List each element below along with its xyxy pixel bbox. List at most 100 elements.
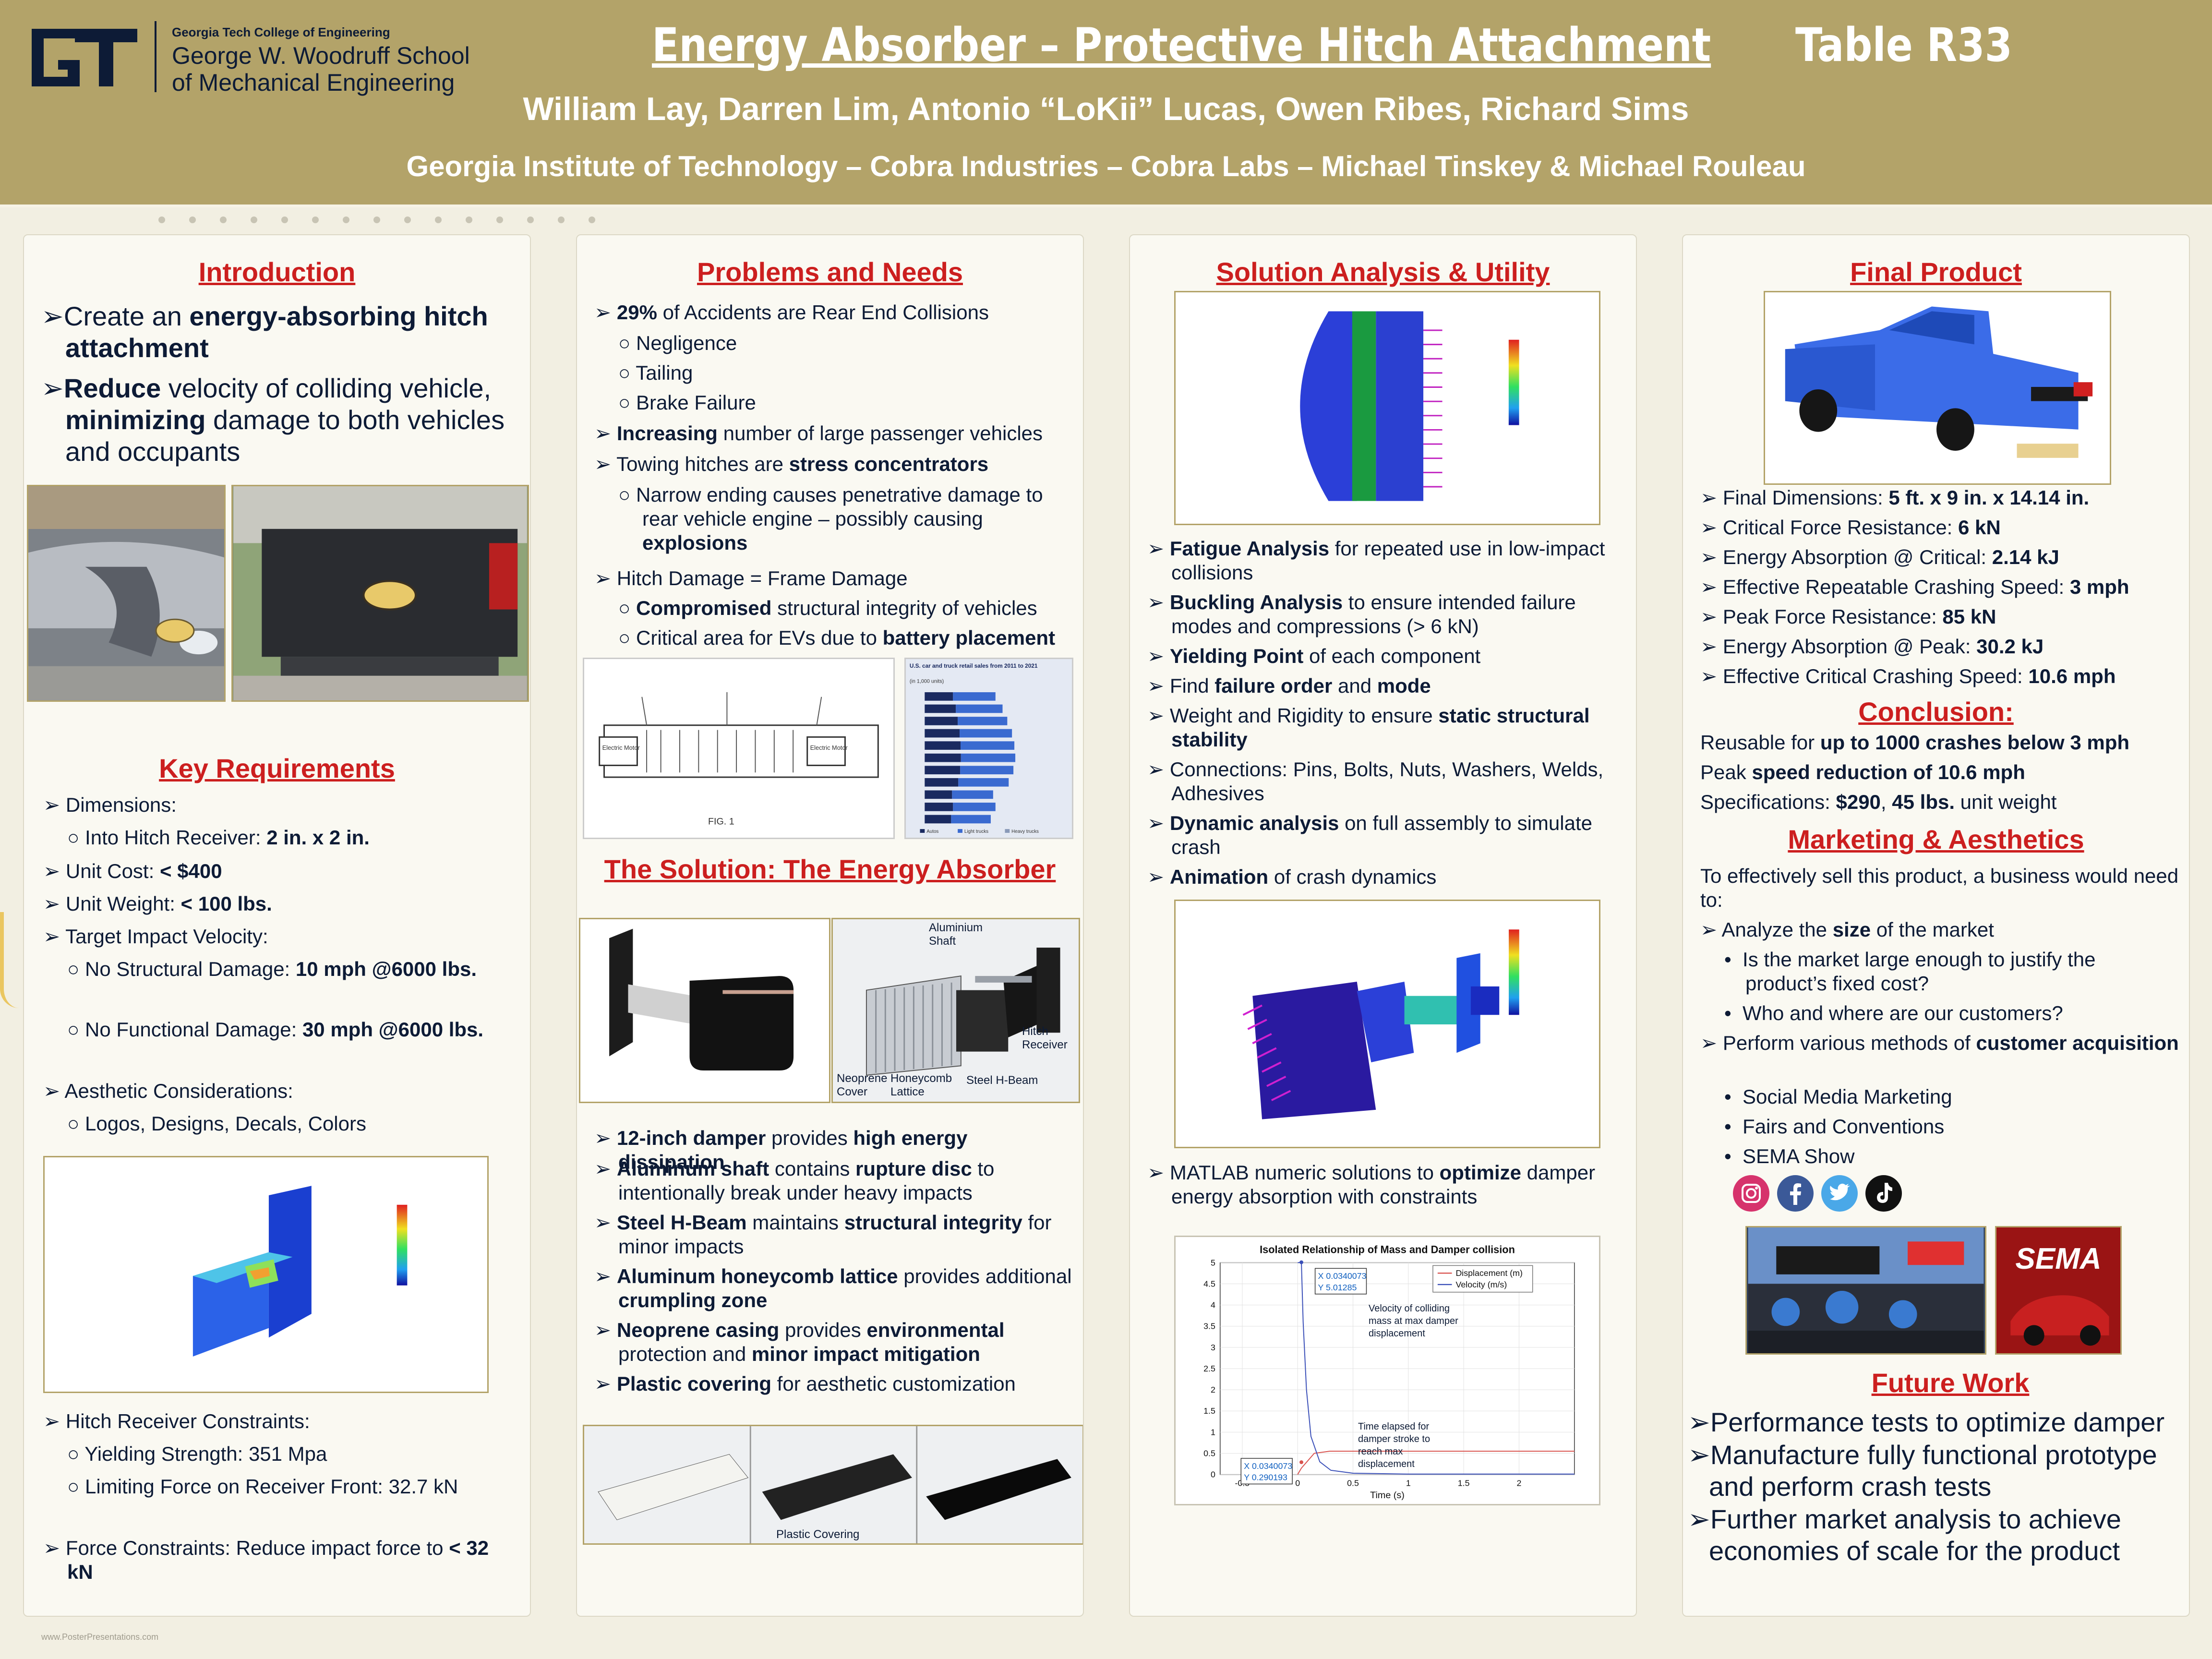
twitter-icon bbox=[1821, 1175, 1858, 1212]
analysis-buckling: ➢ Buckling Analysis to ensure intended f… bbox=[1147, 591, 1576, 637]
column-introduction: Introduction ➢Create an energy-absorbing… bbox=[23, 234, 531, 1617]
legend-displacement: Displacement (m) bbox=[1455, 1268, 1522, 1278]
problem-tailing: ○ Tailing bbox=[618, 361, 693, 384]
svg-text:Light trucks: Light trucks bbox=[964, 829, 988, 834]
chart-ytick-label: 2 bbox=[1211, 1385, 1215, 1395]
plastic-covering-renders: Plastic Covering bbox=[583, 1425, 1083, 1545]
fea-honeycomb-image bbox=[1174, 291, 1600, 525]
intro-item-1: ➢Create an energy-absorbing hitch attach… bbox=[41, 301, 488, 363]
chart-xlabel: Time (s) bbox=[1370, 1490, 1405, 1501]
chart-xtick-label: 0.5 bbox=[1347, 1478, 1359, 1488]
svg-text:Electric Motor: Electric Motor bbox=[602, 744, 640, 751]
sales-bar-light-trucks bbox=[958, 717, 1008, 725]
heading-conclusion: Conclusion: bbox=[1858, 697, 2014, 727]
svg-text:FIG. 1: FIG. 1 bbox=[708, 816, 734, 827]
analysis-connections: ➢ Connections: Pins, Bolts, Nuts, Washer… bbox=[1147, 758, 1604, 805]
datatip-velocity-y: Y 5.01285 bbox=[1318, 1283, 1357, 1292]
marketing-social: • Social Media Marketing bbox=[1724, 1085, 1952, 1108]
analysis-dynamic: ➢ Dynamic analysis on full assembly to s… bbox=[1147, 812, 1592, 858]
solution-shaft: ➢ Aluminum shaft contains rupture disc t… bbox=[594, 1157, 995, 1204]
vehicle-sales-chart-image: U.S. car and truck retail sales from 201… bbox=[904, 658, 1073, 839]
conclusion-specs: Specifications: $290, 45 lbs. unit weigh… bbox=[1700, 791, 2057, 813]
datatip-displacement bbox=[1240, 1458, 1293, 1485]
matlab-chart: Isolated Relationship of Mass and Damper… bbox=[1174, 1236, 1600, 1505]
req-weight: ➢ Unit Weight: < 100 lbs. bbox=[43, 892, 272, 915]
marketing-customers: • Who and where are our customers? bbox=[1724, 1002, 2063, 1024]
label-steel-hbeam: Steel H-Beam bbox=[966, 1074, 1038, 1087]
req-dimensions: ➢ Dimensions: bbox=[43, 793, 177, 816]
sales-bar-light-trucks bbox=[953, 692, 996, 701]
solution-hbeam: ➢ Steel H-Beam maintains structural inte… bbox=[594, 1211, 1052, 1258]
problem-frame-damage: ➢ Hitch Damage = Frame Damage bbox=[594, 567, 908, 589]
spec-energy-critical: ➢ Energy Absorption @ Critical: 2.14 kJ bbox=[1700, 546, 2059, 568]
datatip-displacement-x: X 0.0340073 bbox=[1244, 1461, 1292, 1471]
chart-ytick-label: 3.5 bbox=[1203, 1322, 1215, 1331]
patent-drawing: FIG. 1 Electric Motor Electric Motor bbox=[583, 658, 895, 839]
label-hitch-receiver: Hitch Receiver bbox=[1022, 1025, 1068, 1051]
datatip-velocity bbox=[1314, 1268, 1367, 1295]
facebook-icon bbox=[1777, 1175, 1814, 1212]
spec-dimensions: ➢ Final Dimensions: 5 ft. x 9 in. x 14.1… bbox=[1700, 486, 2090, 509]
final-product-truck-render bbox=[1764, 291, 2111, 485]
chart-ytick-label: 2.5 bbox=[1203, 1364, 1215, 1373]
future-work-3: ➢Further market analysis to achieve econ… bbox=[1688, 1504, 2121, 1566]
analysis-fatigue: ➢ Fatigue Analysis for repeated use in l… bbox=[1147, 537, 1605, 584]
fea-hitch-receiver-image bbox=[43, 1156, 489, 1393]
heading-solution-analysis: Solution Analysis & Utility bbox=[1216, 257, 1550, 287]
sales-bar-light-trucks bbox=[960, 729, 1012, 738]
problem-negligence: ○ Negligence bbox=[618, 332, 737, 354]
college-name: Georgia Tech College of Engineering bbox=[172, 25, 390, 39]
chart-xtick-label: 1.5 bbox=[1458, 1478, 1470, 1488]
chart-xtick-label: 2 bbox=[1517, 1478, 1522, 1488]
sales-bar-light-trucks bbox=[951, 815, 991, 824]
sales-bar-light-trucks bbox=[960, 766, 1014, 775]
authors: William Lay, Darren Lim, Antonio “LoKii”… bbox=[523, 91, 1689, 127]
heading-final-product: Final Product bbox=[1850, 257, 2022, 287]
analysis-failure: ➢ Find failure order and mode bbox=[1147, 674, 1431, 697]
future-work-1: ➢Performance tests to optimize damper bbox=[1688, 1407, 2165, 1437]
analysis-yield: ➢ Yielding Point of each component bbox=[1147, 645, 1481, 667]
spec-repeatable-speed: ➢ Effective Repeatable Crashing Speed: 3… bbox=[1700, 576, 2129, 598]
svg-text:Heavy trucks: Heavy trucks bbox=[1011, 829, 1039, 834]
solution-damper: ➢ 12-inch damper provides high energy di… bbox=[594, 1127, 968, 1173]
chart-ytick-label: 1.5 bbox=[1203, 1406, 1215, 1416]
svg-text:Autos: Autos bbox=[926, 829, 938, 834]
solution-plastic: ➢ Plastic covering for aesthetic customi… bbox=[594, 1372, 1016, 1395]
sales-bar-light-trucks bbox=[961, 741, 1015, 750]
fea-assembly-image bbox=[1174, 900, 1600, 1148]
conclusion-speed: Peak speed reduction of 10.6 mph bbox=[1700, 761, 2025, 783]
svg-text:U.S. car and truck retail sale: U.S. car and truck retail sales from 201… bbox=[910, 663, 1038, 669]
sales-bar-autos bbox=[925, 729, 960, 738]
solution-neoprene: ➢ Neoprene casing provides environmental… bbox=[594, 1319, 1005, 1365]
damper-render-exploded: Aluminium Shaft Hitch Receiver Neoprene … bbox=[831, 918, 1080, 1103]
chart-title: Isolated Relationship of Mass and Damper… bbox=[1260, 1244, 1515, 1256]
svg-text:Electric Motor: Electric Motor bbox=[810, 744, 848, 751]
req-aesthetic-sub: ○ Logos, Designs, Decals, Colors bbox=[67, 1112, 366, 1135]
chart-series-line-1 bbox=[1298, 1262, 1575, 1475]
spec-critical-force: ➢ Critical Force Resistance: 6 kN bbox=[1700, 516, 2001, 539]
chart-ytick-label: 3 bbox=[1211, 1343, 1215, 1352]
problem-stress: ➢ Towing hitches are stress concentrator… bbox=[594, 453, 989, 475]
poster-header: Georgia Tech College of Engineering Geor… bbox=[0, 0, 2212, 207]
heading-solution: The Solution: The Energy Absorber bbox=[604, 854, 1056, 884]
heading-future-work: Future Work bbox=[1871, 1368, 2030, 1398]
column-analysis: Solution Analysis & Utility ➢ Fatigue An… bbox=[1129, 234, 1637, 1617]
sales-bar-light-trucks bbox=[958, 778, 1009, 787]
sales-bar-autos bbox=[925, 741, 961, 750]
damper-render-closed bbox=[579, 918, 830, 1103]
limiting-force: ○ Limiting Force on Receiver Front: 32.7… bbox=[67, 1475, 458, 1498]
req-no-functional: ○ No Functional Damage: 30 mph @6000 lbs… bbox=[67, 1018, 484, 1041]
footer-credit: www.PosterPresentations.com bbox=[41, 1632, 159, 1642]
spec-energy-peak: ➢ Energy Absorption @ Peak: 30.2 kJ bbox=[1700, 635, 2044, 658]
sales-bar-autos bbox=[925, 753, 961, 762]
sales-bar-light-trucks bbox=[961, 753, 1016, 762]
sales-bar-autos bbox=[925, 766, 961, 775]
damaged-car-photo-front bbox=[27, 485, 226, 702]
heading-introduction: Introduction bbox=[198, 257, 356, 287]
tiktok-icon bbox=[1865, 1175, 1902, 1212]
chart-ytick-label: 0.5 bbox=[1203, 1448, 1215, 1458]
decorative-dots bbox=[158, 215, 638, 225]
logo-divider bbox=[155, 21, 156, 92]
hitch-receiver-constraints: ➢ Hitch Receiver Constraints: bbox=[43, 1410, 310, 1432]
sales-bar-autos bbox=[925, 704, 956, 713]
